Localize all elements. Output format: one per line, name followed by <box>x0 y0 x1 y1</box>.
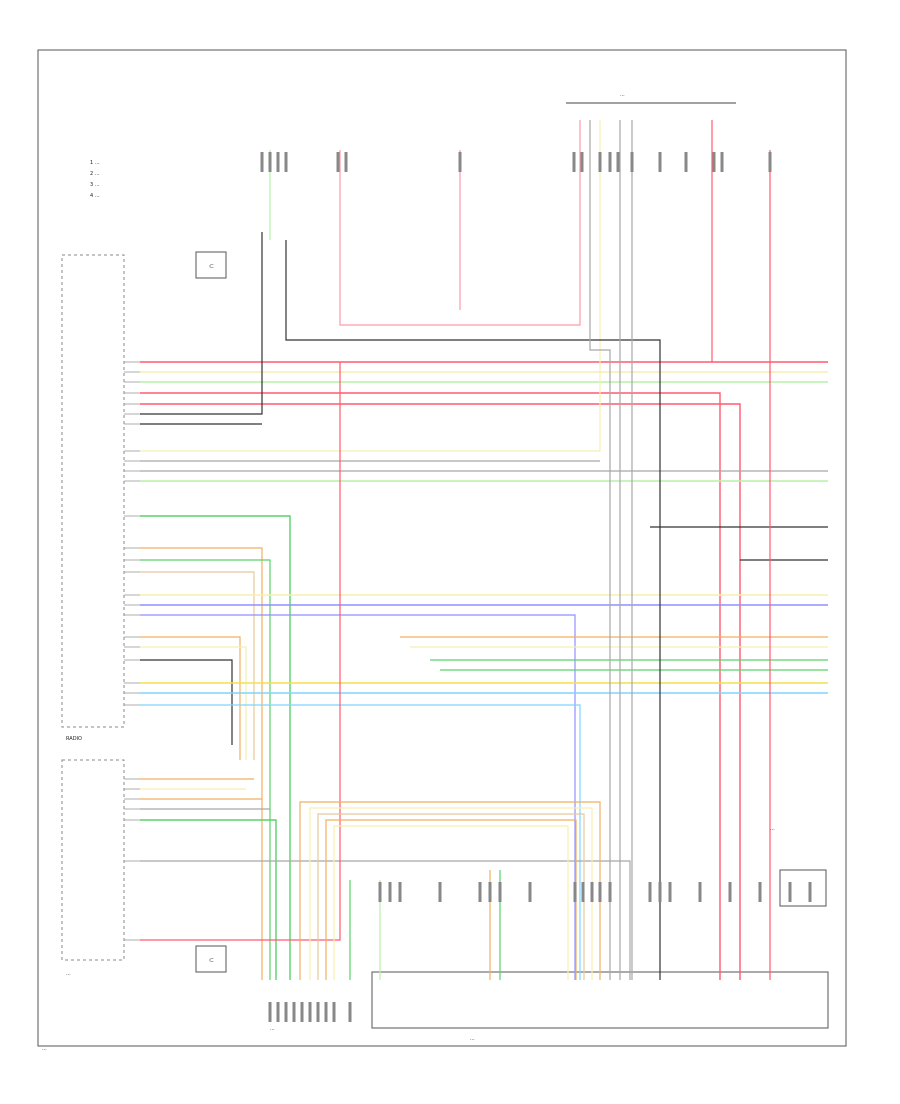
connector-pin-bottom <box>284 1002 288 1022</box>
legend-item: 4 ... <box>90 193 100 199</box>
connector-pin-mid <box>590 882 594 902</box>
wire-pink <box>339 120 581 326</box>
connector-pin-bottom <box>308 1002 312 1022</box>
connector-pin-mid <box>648 882 652 902</box>
connector-pin-mid <box>528 882 532 902</box>
wire-gray <box>589 120 611 980</box>
wire-yellow <box>140 646 247 760</box>
connector-pin-mid <box>438 882 442 902</box>
connector-pin-top <box>630 152 634 172</box>
connector-pin-mid <box>668 882 672 902</box>
wire-tan <box>140 571 255 760</box>
connector-pin-top <box>336 152 340 172</box>
connector-pin-mid <box>598 882 602 902</box>
legend-item: 2 ... <box>90 171 100 177</box>
wire-green <box>140 819 277 980</box>
wire-red <box>140 362 341 941</box>
wire-bus <box>333 825 569 980</box>
page-code: ... <box>42 1046 47 1052</box>
wire-black <box>285 240 661 980</box>
antenna-connector-bottom <box>195 945 227 973</box>
connector-pin-top <box>268 152 272 172</box>
diagram-border <box>37 49 847 1047</box>
connector-pin-mid <box>478 882 482 902</box>
antenna-connector-bottom-symbol: ⊂ <box>209 957 214 964</box>
connector-pin-mid <box>758 882 762 902</box>
connector-pin-top <box>284 152 288 172</box>
connector-pin-mid <box>728 882 732 902</box>
connector-pin-bottom <box>348 1002 352 1022</box>
connector-pin-mid <box>698 882 702 902</box>
connector-pin-bottom <box>268 1002 272 1022</box>
radio-unit-box <box>61 254 125 728</box>
wire-light-blue <box>140 704 581 980</box>
connector-pin-top <box>768 152 772 172</box>
wire-bus <box>325 819 577 980</box>
legend: 1 ... 2 ... 3 ... 4 ... <box>90 160 100 199</box>
right-module-box <box>779 869 827 907</box>
wire-red <box>140 392 721 980</box>
bottom-splice-label: ... <box>270 1026 275 1032</box>
wire-black <box>140 659 233 745</box>
right-module-label: ... <box>770 826 775 832</box>
connector-pin-top <box>616 152 620 172</box>
wire-layer <box>124 120 828 1022</box>
connector-pin-top <box>720 152 724 172</box>
connector-pin-mid <box>788 882 792 902</box>
wire-yellow <box>140 120 601 452</box>
connector-pin-top <box>276 152 280 172</box>
connector-pin-top <box>684 152 688 172</box>
connector-pin-mid <box>658 882 662 902</box>
connector-pin-mid <box>581 882 585 902</box>
legend-item: 3 ... <box>90 182 100 188</box>
connector-pin-bottom <box>332 1002 336 1022</box>
wire-black <box>140 232 263 415</box>
wire-orange <box>140 547 263 980</box>
connector-pin-top <box>712 152 716 172</box>
wire-bus <box>299 801 601 980</box>
wire-green <box>140 559 271 980</box>
bottom-connector-block <box>371 971 829 1029</box>
connector-pin-mid <box>378 882 382 902</box>
connector-pin-bottom <box>316 1002 320 1022</box>
secondary-unit-label: ... <box>66 971 71 977</box>
connector-pin-top <box>572 152 576 172</box>
connector-pin-top <box>580 152 584 172</box>
wire-green <box>140 515 291 980</box>
wire-gray <box>140 860 631 980</box>
antenna-connector-top-symbol: ⊂ <box>209 263 214 270</box>
wire-blue <box>140 614 576 980</box>
connector-pin-bottom <box>300 1002 304 1022</box>
connector-pin-top <box>260 152 264 172</box>
connector-pin-mid <box>388 882 392 902</box>
connector-pin-top <box>458 152 462 172</box>
wire-bus <box>309 807 593 980</box>
antenna-connector-top <box>195 251 227 279</box>
connector-pin-mid <box>488 882 492 902</box>
connector-pin-mid <box>398 882 402 902</box>
legend-item: 1 ... <box>90 160 100 166</box>
bottom-connector-label: ... <box>470 1036 475 1042</box>
connector-pin-mid <box>573 882 577 902</box>
connector-top-label: ... <box>620 92 625 98</box>
connector-pin-bottom <box>276 1002 280 1022</box>
connector-pin-mid <box>808 882 812 902</box>
wire-orange <box>140 636 241 760</box>
wire-bus <box>317 813 585 980</box>
connector-pin-mid <box>608 882 612 902</box>
connector-pin-mid <box>498 882 502 902</box>
connector-pin-bottom <box>324 1002 328 1022</box>
connector-pin-top <box>658 152 662 172</box>
connector-pin-top <box>608 152 612 172</box>
connector-pin-top <box>344 152 348 172</box>
secondary-unit-box <box>61 759 125 961</box>
radio-unit-label: RADIO <box>66 736 82 742</box>
connector-pin-top <box>598 152 602 172</box>
connector-pin-bottom <box>292 1002 296 1022</box>
